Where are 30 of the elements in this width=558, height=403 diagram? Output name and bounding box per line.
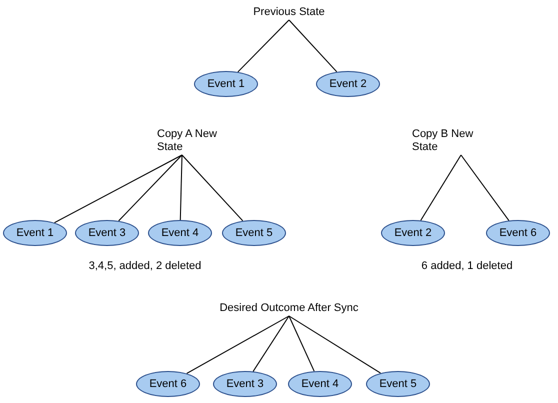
event-ellipse: Event 2 xyxy=(381,220,445,246)
connector-line xyxy=(288,316,315,372)
event-ellipse: Event 5 xyxy=(366,371,430,397)
event-ellipse: Event 1 xyxy=(194,71,258,97)
connector-line xyxy=(237,20,290,72)
event-ellipse: Event 1 xyxy=(3,220,67,246)
state-heading: Previous State xyxy=(229,6,349,19)
state-heading: Desired Outcome After Sync xyxy=(199,302,379,315)
connector-line xyxy=(288,20,338,72)
connector-line xyxy=(180,154,182,220)
change-note: 3,4,5, added, 2 deleted xyxy=(88,260,202,272)
connector-line xyxy=(54,154,182,224)
connector-line xyxy=(288,316,382,374)
event-ellipse: Event 4 xyxy=(288,371,352,397)
event-ellipse: Event 5 xyxy=(222,220,286,246)
event-ellipse: Event 6 xyxy=(486,220,550,246)
event-ellipse: Event 3 xyxy=(213,371,277,397)
connector-line xyxy=(460,154,510,222)
connector-line xyxy=(182,154,244,222)
connector-line xyxy=(252,316,290,372)
event-ellipse: Event 3 xyxy=(75,220,139,246)
state-heading: Copy B New State xyxy=(412,128,478,154)
state-heading: Copy A New State xyxy=(157,128,223,154)
connector-line xyxy=(118,154,182,222)
connector-line xyxy=(420,154,462,221)
connector-line xyxy=(186,316,290,374)
change-note: 6 added, 1 deleted xyxy=(421,260,513,272)
event-ellipse: Event 4 xyxy=(148,220,212,246)
event-ellipse: Event 6 xyxy=(136,371,200,397)
event-ellipse: Event 2 xyxy=(316,71,380,97)
